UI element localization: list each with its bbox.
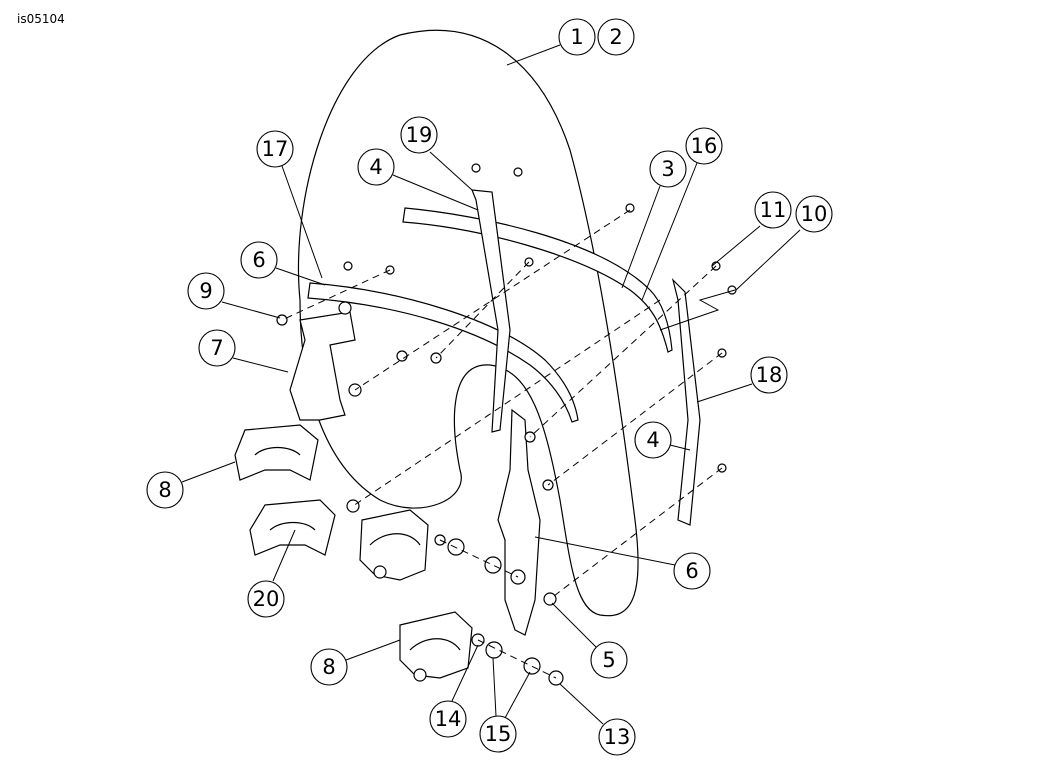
callout-15: 15 <box>479 715 517 753</box>
clamp-center <box>359 509 429 581</box>
svg-text:5: 5 <box>602 648 615 672</box>
figure-id: is05104 <box>17 12 65 26</box>
svg-text:8: 8 <box>322 655 335 679</box>
svg-text:17: 17 <box>262 137 289 161</box>
svg-text:14: 14 <box>435 707 462 731</box>
assembly-lines <box>281 209 736 679</box>
right-mount-plate <box>497 408 541 636</box>
clamp-lower-center <box>399 611 473 682</box>
callout-9: 9 <box>187 272 225 310</box>
callout-4b: 4 <box>634 421 672 459</box>
svg-text:7: 7 <box>210 336 223 360</box>
callout-8: 8 <box>146 471 184 509</box>
clamp-upper-left <box>234 424 319 481</box>
callout-17: 17 <box>256 130 294 168</box>
callout-19: 19 <box>400 116 438 154</box>
clamp-lower-left <box>249 499 336 556</box>
left-mount-plate <box>289 311 356 421</box>
callout-20: 20 <box>247 580 285 618</box>
svg-text:15: 15 <box>485 722 512 746</box>
lower-brace <box>307 282 579 423</box>
svg-text:1: 1 <box>570 25 583 49</box>
svg-text:6: 6 <box>685 559 698 583</box>
svg-text:4: 4 <box>369 155 382 179</box>
callout-10: 10 <box>795 195 833 233</box>
svg-text:6: 6 <box>252 248 265 272</box>
svg-text:16: 16 <box>691 134 718 158</box>
callout-8b: 8 <box>310 648 348 686</box>
callout-18: 18 <box>750 356 788 394</box>
callout-11: 11 <box>754 191 792 229</box>
callout-5: 5 <box>590 641 628 679</box>
callout-7: 7 <box>198 329 236 367</box>
svg-text:3: 3 <box>661 157 674 181</box>
right-strap <box>671 278 701 526</box>
upper-brace <box>402 207 673 353</box>
callout-4: 4 <box>357 148 395 186</box>
callout-6b: 6 <box>673 552 711 590</box>
vertical-strap <box>471 189 511 433</box>
svg-text:11: 11 <box>760 198 787 222</box>
callout-3: 3 <box>649 150 687 188</box>
svg-text:13: 13 <box>604 725 631 749</box>
svg-text:18: 18 <box>756 363 783 387</box>
callout-14: 14 <box>429 700 467 738</box>
svg-text:2: 2 <box>609 25 622 49</box>
callout-13: 13 <box>598 718 636 756</box>
svg-text:4: 4 <box>646 428 659 452</box>
leader-lines <box>181 44 801 725</box>
windshield <box>297 29 639 617</box>
svg-text:10: 10 <box>801 202 828 226</box>
callout-2: 2 <box>597 18 635 56</box>
callout-1: 1 <box>558 18 596 56</box>
callout-6: 6 <box>240 241 278 279</box>
svg-text:20: 20 <box>253 587 280 611</box>
svg-text:9: 9 <box>199 279 212 303</box>
callout-16: 16 <box>685 127 723 165</box>
svg-text:8: 8 <box>158 478 171 502</box>
svg-text:19: 19 <box>406 123 433 147</box>
fasteners <box>276 163 737 686</box>
